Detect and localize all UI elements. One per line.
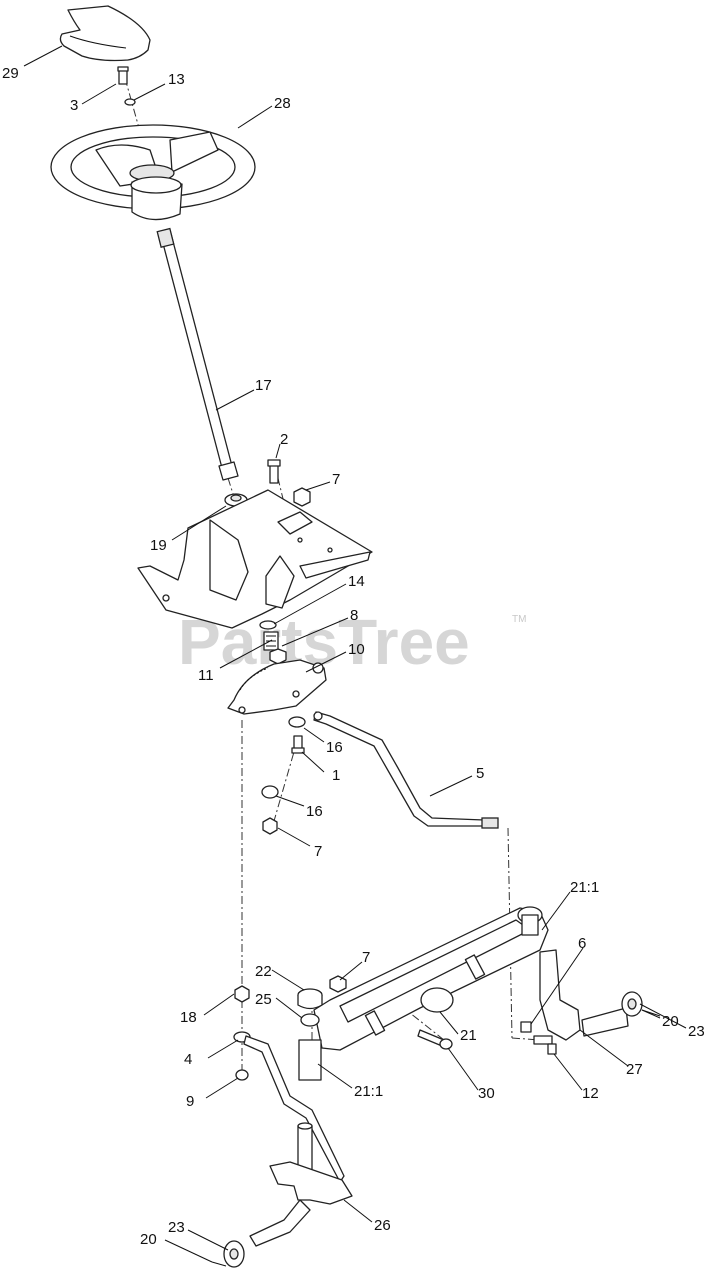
callout-23-left: 23 — [168, 1219, 185, 1236]
callout-16-lower: 16 — [306, 803, 323, 820]
callout-27: 27 — [626, 1061, 643, 1078]
callout-19: 19 — [150, 537, 167, 554]
callout-23-right: 23 — [688, 1023, 705, 1040]
plate-nut-top — [293, 487, 311, 507]
sector-spacer-upper — [288, 716, 306, 728]
sector-spacer-lower — [261, 785, 279, 799]
left-spindle — [249, 1122, 353, 1247]
steering-arm — [233, 1031, 345, 1183]
spindle-bushing — [520, 1021, 532, 1033]
callout-10: 10 — [348, 641, 365, 658]
callout-21-1-left: 21:1 — [354, 1083, 383, 1100]
callout-20-left: 20 — [140, 1231, 157, 1248]
callout-26: 26 — [374, 1217, 391, 1234]
axle-pivot-bolt — [417, 1029, 453, 1050]
callout-6: 6 — [578, 935, 586, 952]
callout-1: 1 — [332, 767, 340, 784]
steering-wheel — [50, 124, 256, 221]
front-axle — [313, 906, 549, 1051]
callout-20-right: 20 — [662, 1013, 679, 1030]
callout-7-axle: 7 — [362, 949, 370, 966]
callout-7-top: 7 — [332, 471, 340, 488]
callout-2: 2 — [280, 431, 288, 448]
callout-11: 11 — [198, 667, 214, 684]
leader-lines — [23, 45, 687, 1263]
callout-8: 8 — [350, 607, 358, 624]
callout-12: 12 — [582, 1085, 599, 1102]
tie-rod-washer — [235, 1069, 249, 1081]
sector-gear — [227, 659, 327, 715]
plate-bolt — [267, 459, 281, 484]
pivot-tube — [298, 1039, 322, 1081]
pinion-nut — [269, 648, 287, 665]
callout-9: 9 — [186, 1093, 194, 1110]
right-wheel-washer — [621, 991, 643, 1017]
steering-shaft — [156, 227, 239, 481]
left-cotter-pin — [211, 1261, 227, 1267]
drag-link — [313, 711, 499, 829]
callout-18: 18 — [180, 1009, 197, 1026]
pivot-washer — [300, 1013, 320, 1027]
callout-17: 17 — [255, 377, 272, 394]
tie-rod-end — [533, 1035, 557, 1055]
callout-21: 21 — [460, 1027, 477, 1044]
callout-5: 5 — [476, 765, 484, 782]
callout-29: 29 — [2, 65, 19, 82]
callout-13: 13 — [168, 71, 185, 88]
wheel-bolt — [117, 66, 129, 85]
watermark-trademark: TM — [512, 614, 526, 625]
axle-nut — [329, 975, 347, 993]
callout-labels: 29 3 13 28 17 2 7 19 14 8 11 10 16 1 5 1… — [2, 65, 705, 1248]
callout-4: 4 — [184, 1051, 192, 1068]
pivot-bushing — [297, 988, 323, 1010]
callout-7-lower: 7 — [314, 843, 322, 860]
callout-21-1-right: 21:1 — [570, 879, 599, 896]
steering-wheel-cap — [59, 5, 151, 62]
sector-bolt — [291, 735, 305, 754]
pinion-washer — [259, 620, 277, 630]
callout-25: 25 — [255, 991, 272, 1008]
wheel-washer — [124, 98, 136, 106]
callout-14: 14 — [348, 573, 365, 590]
callout-22: 22 — [255, 963, 272, 980]
left-wheel-washer — [223, 1240, 245, 1268]
callout-28: 28 — [274, 95, 291, 112]
callout-16-upper: 16 — [326, 739, 343, 756]
tie-rod-nut — [234, 985, 250, 1003]
callout-30: 30 — [478, 1085, 495, 1102]
right-spindle — [539, 949, 629, 1041]
sector-nut-lower — [262, 817, 278, 835]
callout-3: 3 — [70, 97, 78, 114]
